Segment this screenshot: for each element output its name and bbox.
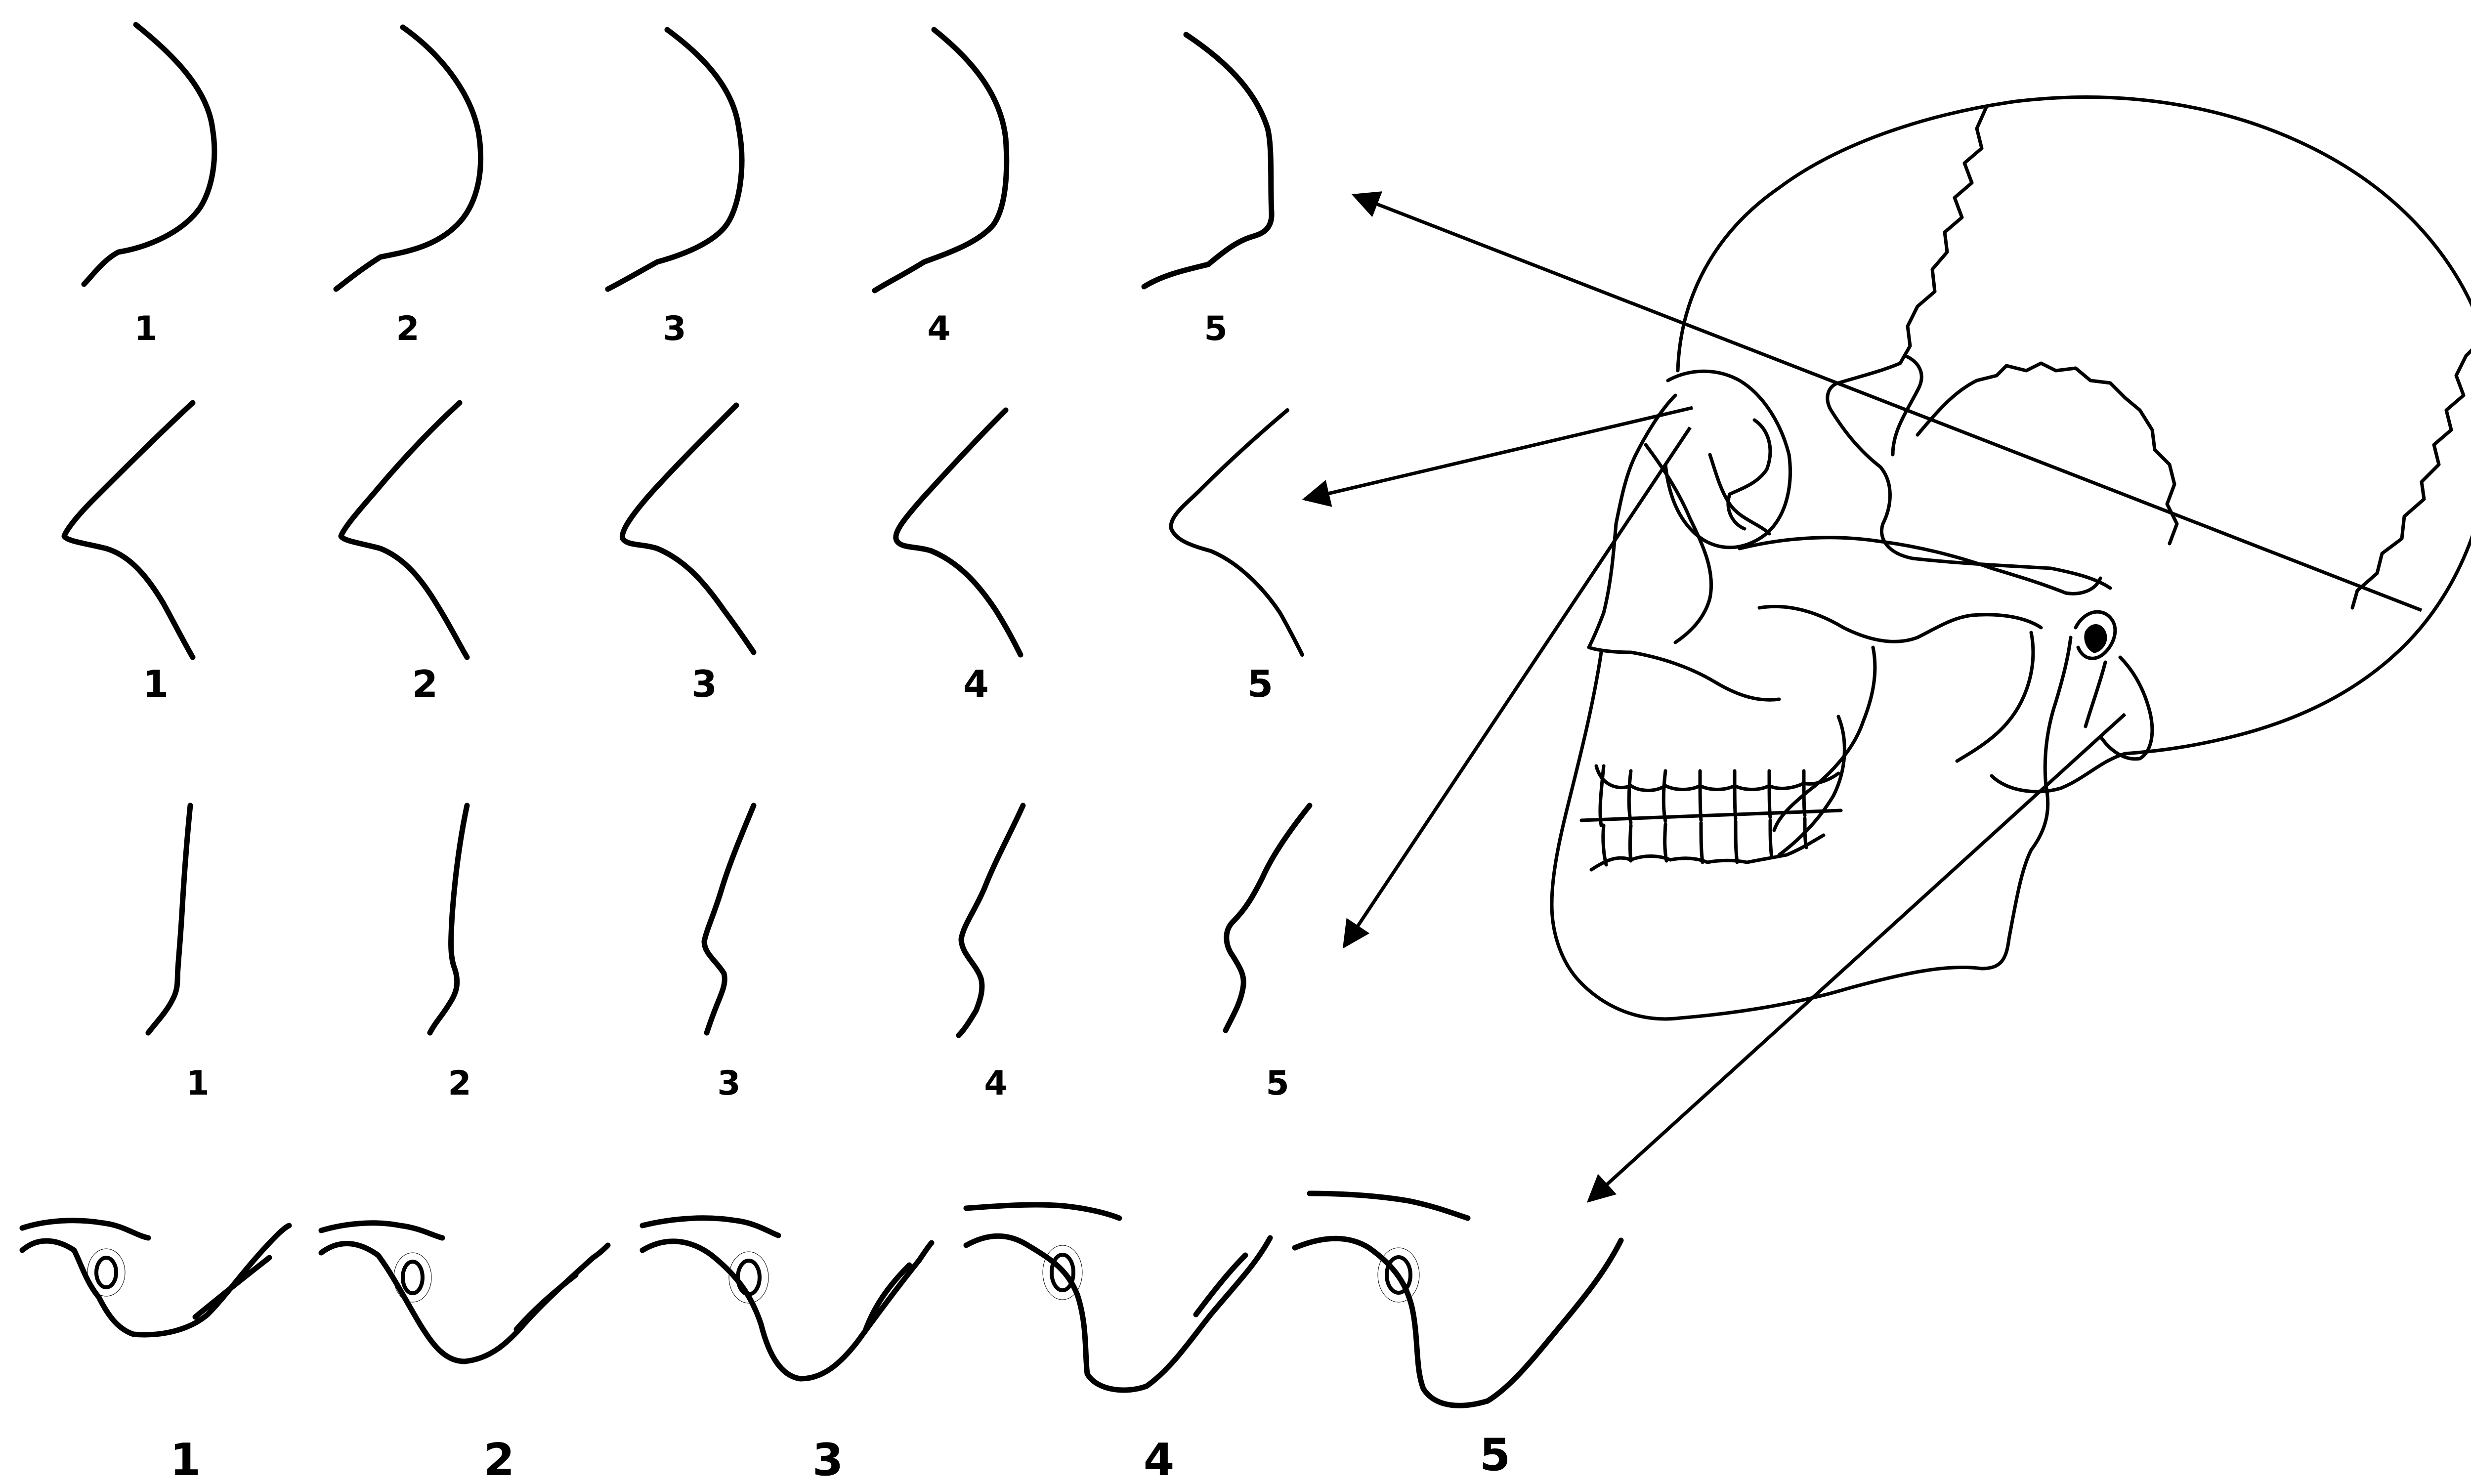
row-supraorbital-margin [136,806,1310,1035]
score-labels-row-1: 1 2 3 4 5 [134,309,1227,348]
arrow-to-glabella [1305,408,1693,499]
mandible-inner-line [1779,717,1844,855]
mastoid-profile-2 [321,1223,608,1361]
lambdoid-suture [2352,341,2471,608]
arrow-to-supraorbital [1344,427,1690,946]
score-label: 1 [143,662,169,706]
score-label: 5 [1204,309,1227,348]
mastoid-profile-5 [1295,1193,1621,1405]
squamosal-suture [1917,363,2177,544]
row-nuchal-crest [77,25,1292,291]
score-label: 3 [663,309,686,348]
zygomatic-lower [1759,606,2041,641]
score-label: 1 [134,309,157,348]
nuchal-profile-3 [596,30,754,289]
score-label: 2 [448,1064,471,1103]
score-label: 4 [963,662,989,706]
row-mastoid-process [22,1193,1621,1405]
score-label: 4 [927,309,950,348]
cranial-vault-outline [1678,97,2471,792]
supraorbital-profile-1 [136,806,222,1033]
score-label: 3 [691,662,717,706]
glabella-profile-2 [341,403,467,657]
orbit-outline [1665,371,1790,548]
ear-canal-fill [2086,626,2105,652]
nuchal-profile-5 [1134,35,1292,287]
supraorbital-profile-5 [1203,806,1310,1030]
supraorbital-profile-3 [670,806,754,1033]
score-label: 4 [984,1064,1007,1103]
score-label: 4 [1144,1434,1175,1484]
nasal-aperture [1646,445,1711,642]
score-label: 2 [412,662,438,706]
coronoid-process [1774,647,1875,830]
skull-illustration [1552,97,2471,1019]
score-label: 5 [1480,1429,1511,1481]
score-label: 1 [170,1434,201,1484]
orbit-inner [1728,420,1770,529]
zygomatic-arch [1740,538,2100,594]
glabella-profile-5 [1171,410,1302,655]
nuchal-profile-4 [867,30,1025,291]
score-labels-row-2: 1 2 3 4 5 [143,662,1273,706]
glabella-profile-4 [896,410,1021,655]
score-label: 2 [396,309,419,348]
score-label: 2 [484,1434,515,1484]
score-labels-row-3: 1 2 3 4 5 [186,1064,1289,1103]
styloid-process [2086,662,2105,726]
score-label: 1 [186,1064,209,1103]
glabella-profile-1 [64,403,193,657]
score-label: 5 [1247,662,1273,706]
supraorbital-profile-4 [929,806,1023,1035]
score-label: 3 [717,1064,740,1103]
teeth [1581,766,1841,870]
mastoid-profile-1 [22,1221,289,1335]
maxilla-outline [1589,524,1779,700]
nuchal-profile-1 [77,25,237,284]
row-glabella [64,403,1302,657]
score-label: 5 [1266,1064,1289,1103]
score-label: 3 [812,1434,844,1484]
supraorbital-profile-2 [395,806,482,1033]
score-labels-row-4: 1 2 3 4 5 [170,1429,1511,1484]
lacrimal-detail [1710,455,1769,534]
glabella-profile-3 [622,405,754,652]
mastoid-profile-3 [642,1218,932,1379]
mastoid-profile-4 [966,1205,1270,1390]
coronal-suture [1900,106,1987,363]
mandible-ramus [1957,633,2033,761]
nuchal-profile-2 [324,27,499,289]
mastoid-process [2100,657,2152,759]
pointer-arrows [1305,195,2422,1201]
